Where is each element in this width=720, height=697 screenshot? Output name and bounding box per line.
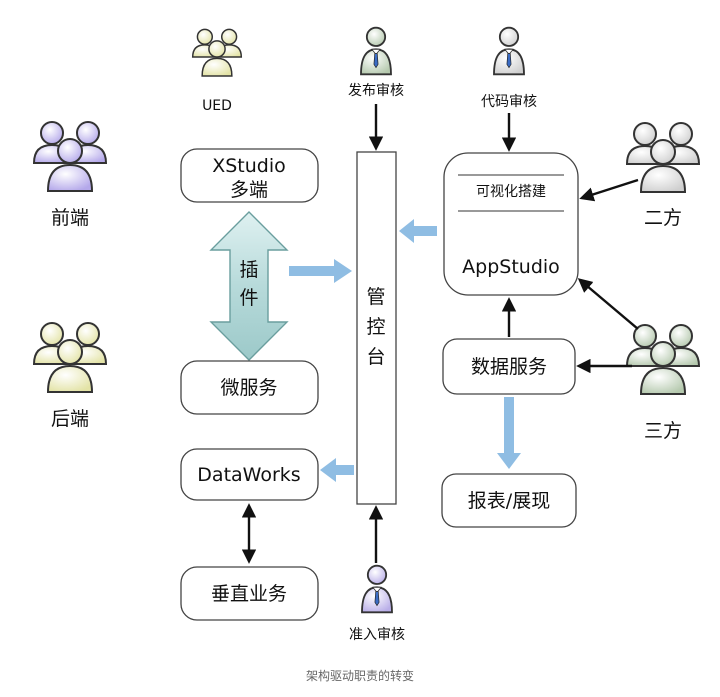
second-party-label: 二方 [644,207,682,229]
dataworks-label: DataWorks [197,464,300,486]
access-review-label: 准入审核 [349,627,405,643]
second-party-to-appstudio-arrow [579,178,639,202]
console-char-1: 管 [366,286,385,308]
dataworks-box: DataWorks [180,448,319,501]
vertical-business-label: 垂直业务 [211,583,287,605]
frontend-group-icon [33,121,107,192]
ued-group-icon [191,28,243,77]
third-party-to-appstudio-arrow [577,278,639,330]
appstudio-box: 可视化搭建 AppStudio [443,152,579,296]
xstudio-box: XStudio 多端 [180,148,319,203]
frontend-label: 前端 [51,207,89,229]
access-reviewer-icon [361,564,393,614]
plugin-arrow: 插 件 [209,211,289,361]
publish-reviewer-icon [360,26,392,76]
report-display-box: 报表/展现 [441,473,577,528]
console-box: 管 控 台 [356,151,397,505]
vertical-business-box: 垂直业务 [180,566,319,621]
publish-review-label: 发布审核 [348,83,404,99]
microservice-box: 微服务 [180,360,319,415]
third-party-label: 三方 [644,420,682,442]
third-party-group-icon [626,324,700,395]
second-party-group-icon [626,122,700,193]
xstudio-name: XStudio [212,155,286,177]
figure-caption: 架构驱动职责的转变 [306,668,414,683]
xstudio-multiend: 多端 [230,179,268,201]
appstudio-label: AppStudio [462,256,560,278]
appstudio-to-console-arrow [399,219,437,243]
console-char-3: 台 [366,346,385,368]
backend-group-icon [33,322,107,393]
visual-build-label: 可视化搭建 [476,184,546,200]
backend-label: 后端 [51,408,89,430]
microservice-label: 微服务 [220,377,277,399]
data-service-label: 数据服务 [471,356,547,378]
ued-label: UED [202,98,232,114]
plugin-char-1: 插 [239,259,258,281]
console-char-2: 控 [366,316,385,338]
data-service-to-report-arrow [497,397,521,469]
plugin-char-2: 件 [239,287,258,309]
data-service-box: 数据服务 [442,338,576,395]
report-display-label: 报表/展现 [468,490,550,512]
code-reviewer-icon [493,26,525,76]
code-review-label: 代码审核 [481,94,537,110]
console-to-dataworks-arrow [320,458,354,482]
plugin-to-console-arrow [289,259,352,283]
